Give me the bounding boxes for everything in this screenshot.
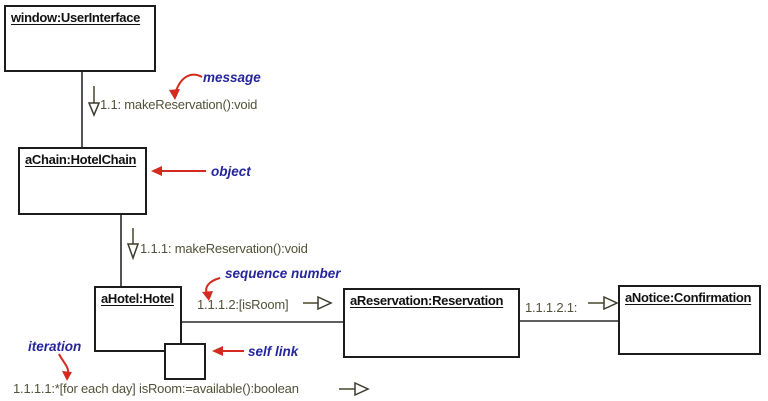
message-arrow-right-icon (303, 295, 333, 311)
object-box-areservation-reservation: aReservation:Reservation (343, 288, 520, 358)
message-label-1-1-1: 1.1.1: makeReservation():void (140, 241, 308, 256)
message-label-1-1: 1.1: makeReservation():void (100, 97, 258, 112)
red-pointer-arrow-self-link (212, 346, 244, 356)
object-title: aChain:HotelChain (25, 152, 137, 167)
message-arrow-right-icon (588, 295, 619, 311)
red-pointer-arrow-object (151, 166, 206, 176)
annotation-self-link: self link (248, 344, 299, 359)
object-box-anotice-confirmation: aNotice:Confirmation (618, 285, 761, 355)
annotation-sequence-number: sequence number (225, 266, 341, 281)
object-title: aNotice:Confirmation (625, 290, 752, 305)
message-arrow-down-icon (87, 86, 101, 117)
message-arrow-down-icon (126, 228, 140, 261)
red-pointer-arrow-sequence-number (202, 277, 221, 301)
object-title: aReservation:Reservation (350, 293, 504, 308)
object-title: aHotel:Hotel (101, 291, 174, 306)
self-link-box (164, 343, 206, 380)
red-pointer-arrow-iteration (58, 353, 72, 381)
annotation-message: message (203, 70, 261, 85)
object-box-ahotel-hotel: aHotel:Hotel (94, 286, 182, 352)
annotation-object: object (211, 164, 251, 179)
message-label-1-1-1-1: 1.1.1.1:*[for each day] isRoom:=availabl… (13, 381, 299, 396)
red-pointer-arrow-message (169, 73, 203, 100)
message-label-1-1-1-2-1: 1.1.1.2.1: (525, 300, 578, 315)
object-box-window-userinterface: window:UserInterface (4, 5, 156, 72)
message-label-1-1-1-2: 1.1.1.2:[isRoom] (197, 297, 289, 312)
message-arrow-right-icon (339, 381, 370, 397)
object-box-achain-hotelchain: aChain:HotelChain (18, 147, 147, 215)
annotation-iteration: iteration (28, 339, 82, 354)
object-title: window:UserInterface (11, 10, 141, 25)
